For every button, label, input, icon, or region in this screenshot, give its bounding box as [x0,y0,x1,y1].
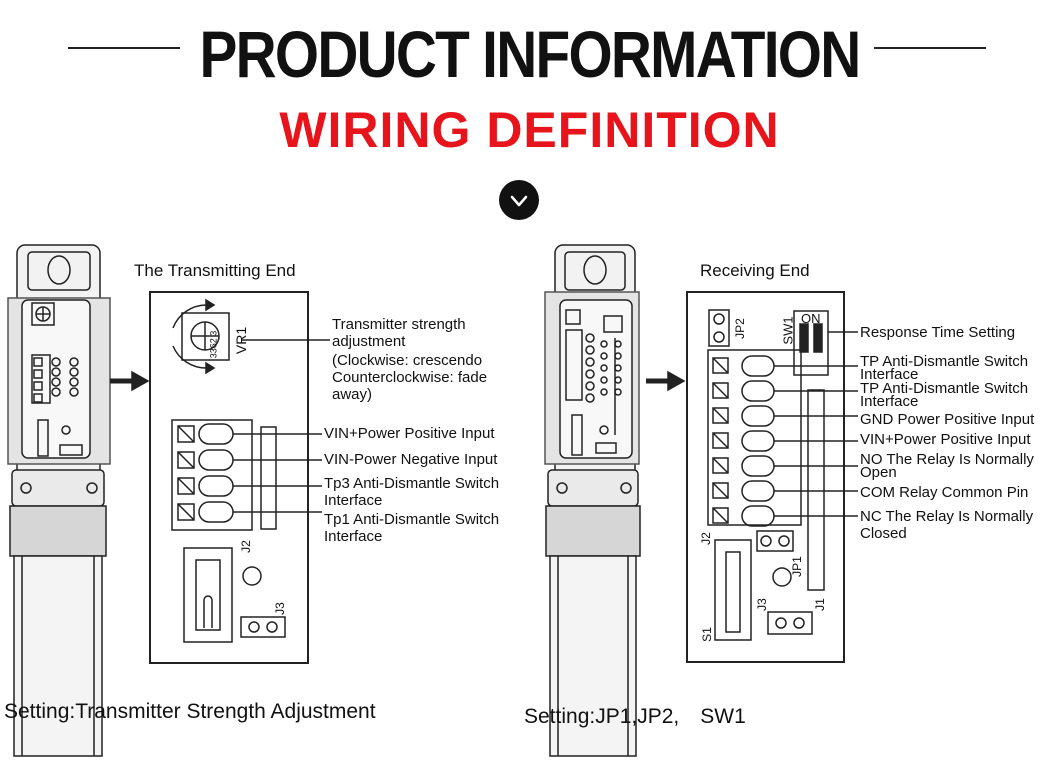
receiver-setting-caption: Setting:JP1,JP2, SW1 [524,705,746,728]
title-rule-right [874,47,986,49]
right-pin-label: NC The Relay Is Normally Closed [860,508,1033,542]
right-pin-label: TP Anti-Dismantle Switch Interface [860,353,1029,383]
pin-label-line: NC The Relay Is Normally [860,508,1034,525]
left-pin-label: Tp1 Anti-Dismantle Switch Interface [324,511,499,545]
left-pin-label: VIN-Power Negative Input [324,451,497,468]
annotation-line: adjustment [332,333,406,350]
right-terminal-screws [712,357,729,524]
chevron-down-icon [499,180,539,220]
pin-label-line: GND Power Positive Input [860,411,1035,428]
jp1-label: JP1 [789,556,804,577]
pin-label-line: Tp3 Anti-Dismantle Switch [324,475,500,492]
pin-label-line: Closed [860,525,907,542]
page-subtitle: WIRING DEFINITION [279,102,780,158]
right-pin-label: NO The Relay Is Normally Open [860,451,1034,481]
title-rule-left [68,47,180,49]
right-pin-label: COM Relay Common Pin [860,484,1028,501]
sw1-label: SW1 [780,316,796,345]
s1-label: S1 [699,627,714,642]
right-pin-label: TP Anti-Dismantle Switch Interface [860,380,1029,410]
pin-label-line: NO The Relay Is Normally [860,451,1034,468]
receiver-device [544,244,641,757]
transmitter-device [7,244,111,757]
pin-label-line: Interface [860,393,919,410]
page-title: PRODUCT INFORMATION [199,17,862,91]
annotation-line: away) [332,386,373,403]
annotation-line: (Clockwise: crescendo [332,352,483,369]
pin-label-line: VIN-Power Negative Input [324,451,498,468]
left-j2-label: J2 [238,540,253,553]
pin-label-line: Interface [324,492,383,509]
pin-label-line: COM Relay Common Pin [860,484,1029,501]
right-j3-label: J3 [754,598,769,611]
pin-label-line: Interface [860,366,919,383]
j1-label: J1 [812,598,827,611]
left-pin-label: VIN+Power Positive Input [324,425,495,442]
left-j3-label: J3 [272,602,287,615]
pin-label-line: VIN+Power Positive Input [324,425,495,442]
transmitting-end-title: The Transmitting End [134,261,296,280]
dip-on-label: ON [801,311,821,326]
pin-label-line: Interface [324,528,383,545]
left-pin-label: Tp3 Anti-Dismantle Switch Interface [324,475,499,509]
transmitter-strength-annotation: Transmitter strength adjustment (Clockwi… [332,316,487,403]
chevron-down-glyph [510,195,528,207]
right-j2-label: J2 [698,532,713,545]
pin-label-line: Tp1 Anti-Dismantle Switch [324,511,500,528]
receiving-end-title: Receiving End [700,261,810,280]
pin-label-line: TP Anti-Dismantle Switch [860,380,1029,397]
transmitter-setting-caption: Setting:Transmitter Strength Adjustment [4,700,376,723]
jp2-label: JP2 [732,318,747,339]
right-pin-label: GND Power Positive Input [860,411,1034,428]
pin-label-line: Open [860,464,897,481]
annotation-line: Transmitter strength [332,316,466,333]
right-pin-label: VIN+Power Positive Input [860,431,1031,448]
pot-part-number: 3362 3 [208,330,219,359]
pin-label-line: VIN+Power Positive Input [860,431,1031,448]
annotation-line: Counterclockwise: fade [332,369,488,386]
response-time-label: Response Time Setting [860,324,1016,341]
vr1-label: VR1 [233,326,250,355]
pin-label-line: TP Anti-Dismantle Switch [860,353,1029,370]
left-terminal-screws [177,425,195,521]
